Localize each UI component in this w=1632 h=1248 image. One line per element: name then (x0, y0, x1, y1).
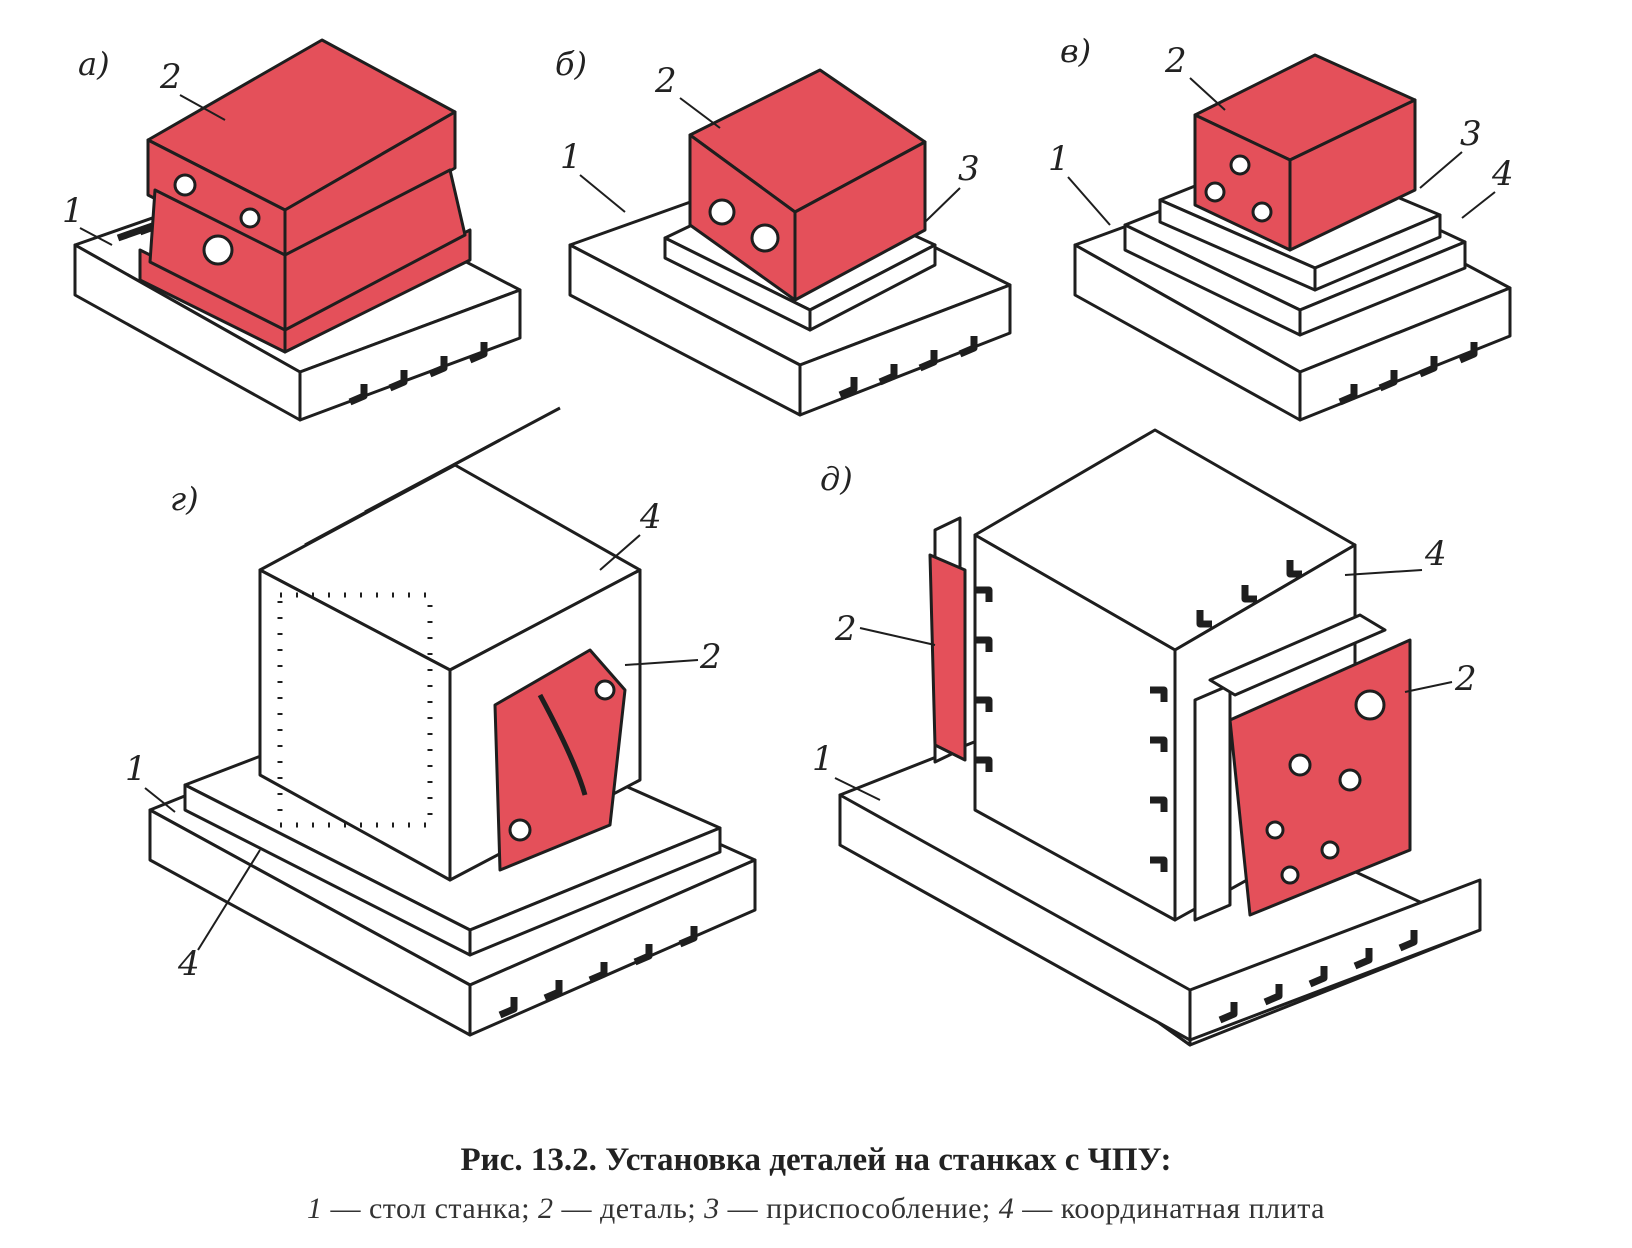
legend-num-4: 4 (998, 1192, 1015, 1225)
caption-legend: 1 — стол станка; 2 — деталь; 3 — приспос… (0, 1192, 1632, 1226)
panel-v: в) 2 1 3 4 (1048, 32, 1514, 422)
label-v-1: 1 (1048, 139, 1070, 179)
workpiece-d-left (928, 553, 967, 762)
label-g-2: 2 (699, 637, 722, 677)
panel-d: д) 4 2 2 1 (812, 428, 1482, 1047)
label-d-1: 1 (812, 739, 834, 779)
panel-letter-b: б) (555, 45, 587, 83)
workpiece-b (688, 68, 927, 302)
panel-letter-a: а) (78, 45, 110, 83)
panel-g: г) 4 2 1 4 (125, 406, 757, 1037)
label-g-1: 1 (125, 749, 147, 789)
workpiece-d-right (1228, 638, 1412, 917)
legend-num-2: 2 (538, 1192, 554, 1225)
label-a-1: 1 (62, 191, 84, 231)
panel-letter-g: г) (170, 480, 199, 518)
label-d-2-left: 2 (834, 609, 857, 649)
legend-num-3: 3 (704, 1192, 720, 1225)
workpiece-a (138, 38, 472, 354)
caption-title: Рис. 13.2. Установка деталей на станках … (460, 1142, 1172, 1178)
legend-num-1: 1 (306, 1192, 323, 1225)
label-v-4: 4 (1491, 154, 1514, 194)
label-b-1: 1 (560, 137, 582, 177)
illustration: а) 2 1 б) 2 1 3 (62, 32, 1514, 1047)
label-g-4-top: 4 (639, 497, 662, 537)
panel-letter-d: д) (820, 460, 853, 498)
legend-text-4: — координатная плита (1014, 1192, 1325, 1225)
label-d-4: 4 (1424, 534, 1447, 574)
panel-b: б) 2 1 3 (555, 45, 1012, 417)
label-g-4-bottom: 4 (177, 944, 200, 984)
workpiece-g (493, 648, 627, 872)
label-v-3: 3 (1460, 114, 1482, 154)
workpiece-v (1193, 53, 1417, 252)
clamp-d (1193, 613, 1387, 922)
label-b-3: 3 (958, 149, 980, 189)
label-b-2: 2 (654, 61, 677, 101)
legend-text-1: — стол станка; (322, 1192, 539, 1225)
panel-a: а) 2 1 (62, 38, 522, 422)
label-v-2: 2 (1164, 41, 1187, 81)
panel-letter-v: в) (1060, 32, 1091, 70)
legend-text-3: — приспособление; (719, 1192, 999, 1225)
legend-text-2: — деталь; (553, 1192, 705, 1225)
label-d-2-right: 2 (1454, 659, 1477, 699)
label-a-2: 2 (159, 57, 182, 97)
